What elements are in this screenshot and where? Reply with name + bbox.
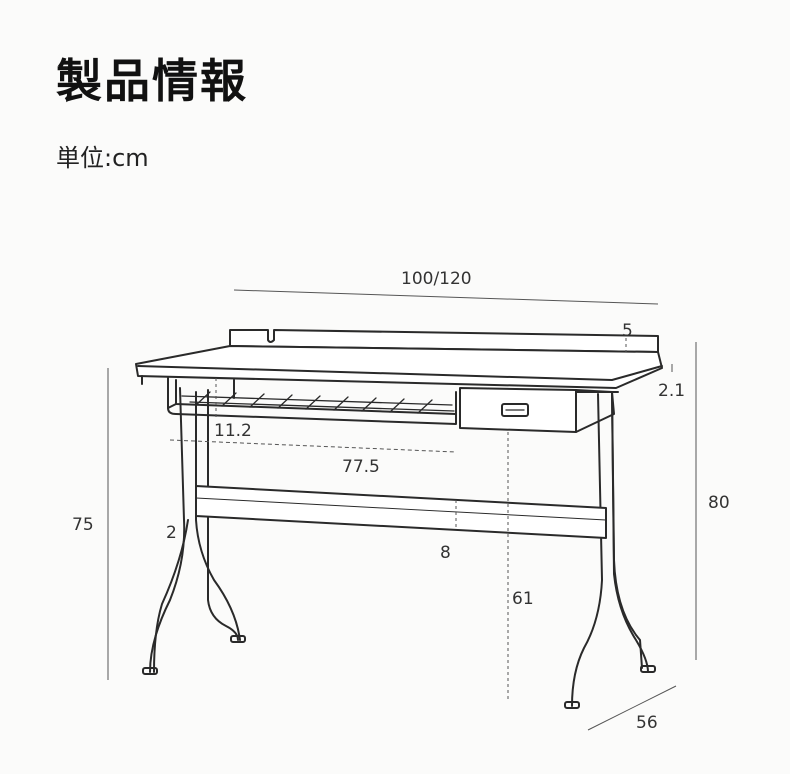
crossbar-label: 8 <box>440 543 451 563</box>
bar-thickness-label: 2 <box>166 523 177 543</box>
crossbar <box>195 485 607 539</box>
depth-label: 56 <box>636 713 658 733</box>
basket-width-label: 77.5 <box>342 457 380 477</box>
desktop <box>135 345 663 389</box>
foot <box>640 665 656 673</box>
foot <box>230 635 246 643</box>
front-right-leg <box>571 393 603 707</box>
back-right-leg <box>611 391 643 669</box>
legroom-label: 61 <box>512 589 534 609</box>
height-total-label: 80 <box>708 493 730 513</box>
backboard-label: 5 <box>622 321 633 341</box>
depth-dim-line <box>587 685 677 731</box>
foot <box>142 667 158 675</box>
top-thickness-label: 2.1 <box>658 381 685 401</box>
page-title: 製品情報 <box>56 54 248 108</box>
width-dim-line <box>233 289 659 305</box>
basket-depth-label: 11.2 <box>214 421 252 441</box>
width-label: 100/120 <box>401 269 472 289</box>
foot <box>564 701 580 709</box>
basket-width-dim-line <box>169 439 457 453</box>
unit-label: 単位:cm <box>56 144 149 172</box>
height-front-label: 75 <box>72 515 94 535</box>
wire-basket <box>167 377 457 425</box>
